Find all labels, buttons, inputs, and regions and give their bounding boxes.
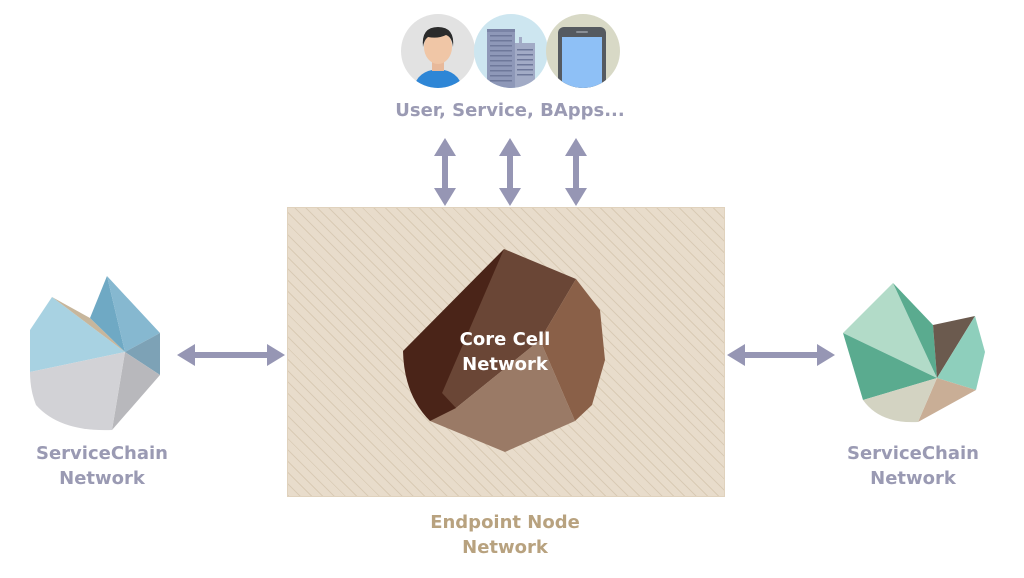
right-servicechain-shape — [843, 283, 985, 423]
left-chain-label-line2: Network — [59, 468, 145, 489]
building-icon — [474, 14, 548, 88]
actor-connection-arrow-3 — [565, 138, 587, 206]
right-chain-label-line1: ServiceChain — [847, 443, 979, 464]
actor-connection-arrow-1 — [434, 138, 456, 206]
left-chain-connection-arrow — [177, 344, 285, 366]
right-chain-label-line2: Network — [870, 468, 956, 489]
endpoint-label-line2: Network — [462, 537, 548, 558]
core-cell-label-line2: Network — [462, 354, 548, 375]
right-chain-connection-arrow — [727, 344, 835, 366]
smartphone-icon — [546, 14, 620, 88]
endpoint-label-line1: Endpoint Node — [430, 512, 580, 533]
user-avatar-icon — [401, 14, 475, 88]
actor-connection-arrow-2 — [499, 138, 521, 206]
core-cell-network-shape — [403, 249, 605, 452]
actors-label: User, Service, BApps... — [395, 100, 625, 121]
left-servicechain-shape — [30, 276, 160, 431]
core-cell-label-line1: Core Cell — [459, 329, 551, 350]
left-chain-label-line1: ServiceChain — [36, 443, 168, 464]
